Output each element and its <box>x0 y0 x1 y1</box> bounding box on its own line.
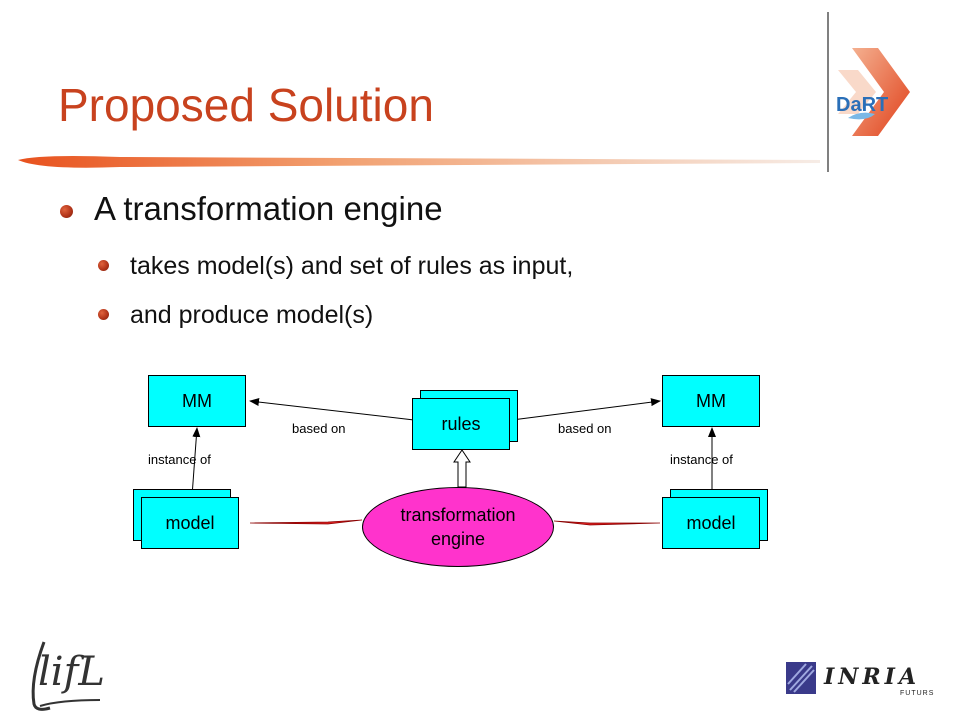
instance-of-left-label: instance of <box>148 452 211 467</box>
right-model-box: model <box>662 497 760 549</box>
lifl-logo-text: lifL <box>38 649 105 695</box>
transformation-engine: transformation engine <box>362 487 554 567</box>
engine-to-right-model-arrow <box>553 520 661 526</box>
based-on-right-arrow <box>511 398 661 421</box>
bullet-dot-icon <box>98 260 109 271</box>
based-on-left-arrow <box>249 398 415 421</box>
bullet-main: A transformation engine <box>94 190 443 227</box>
rules-box: rules <box>412 398 510 450</box>
bullet-dot-icon <box>60 205 73 218</box>
engine-to-left-model-arrow <box>249 519 363 525</box>
left-metamodel-box: MM <box>148 375 246 427</box>
instance-of-right-label: instance of <box>670 452 733 467</box>
left-model-box: model <box>141 497 239 549</box>
engine-label-line1: transformation <box>400 504 516 525</box>
engine-to-rules-arrow <box>453 449 471 488</box>
engine-label-line2: engine <box>430 529 486 549</box>
inria-logo-text: INRIA <box>824 664 921 690</box>
page-title: Proposed Solution <box>58 79 434 131</box>
right-metamodel-box: MM <box>662 375 760 427</box>
sub-bullet-1: takes model(s) and set of rules as input… <box>130 252 574 280</box>
title-swoosh <box>18 156 820 168</box>
sub-bullet-2: and produce model(s) <box>130 301 374 329</box>
based-on-left-label: based on <box>292 421 346 436</box>
inria-logo-subtext: FUTURS <box>900 690 935 697</box>
bullet-dot-icon <box>98 309 109 320</box>
dart-logo-text: DaRT <box>836 94 889 116</box>
based-on-right-label: based on <box>558 421 612 436</box>
dart-logo-icon <box>838 48 910 136</box>
